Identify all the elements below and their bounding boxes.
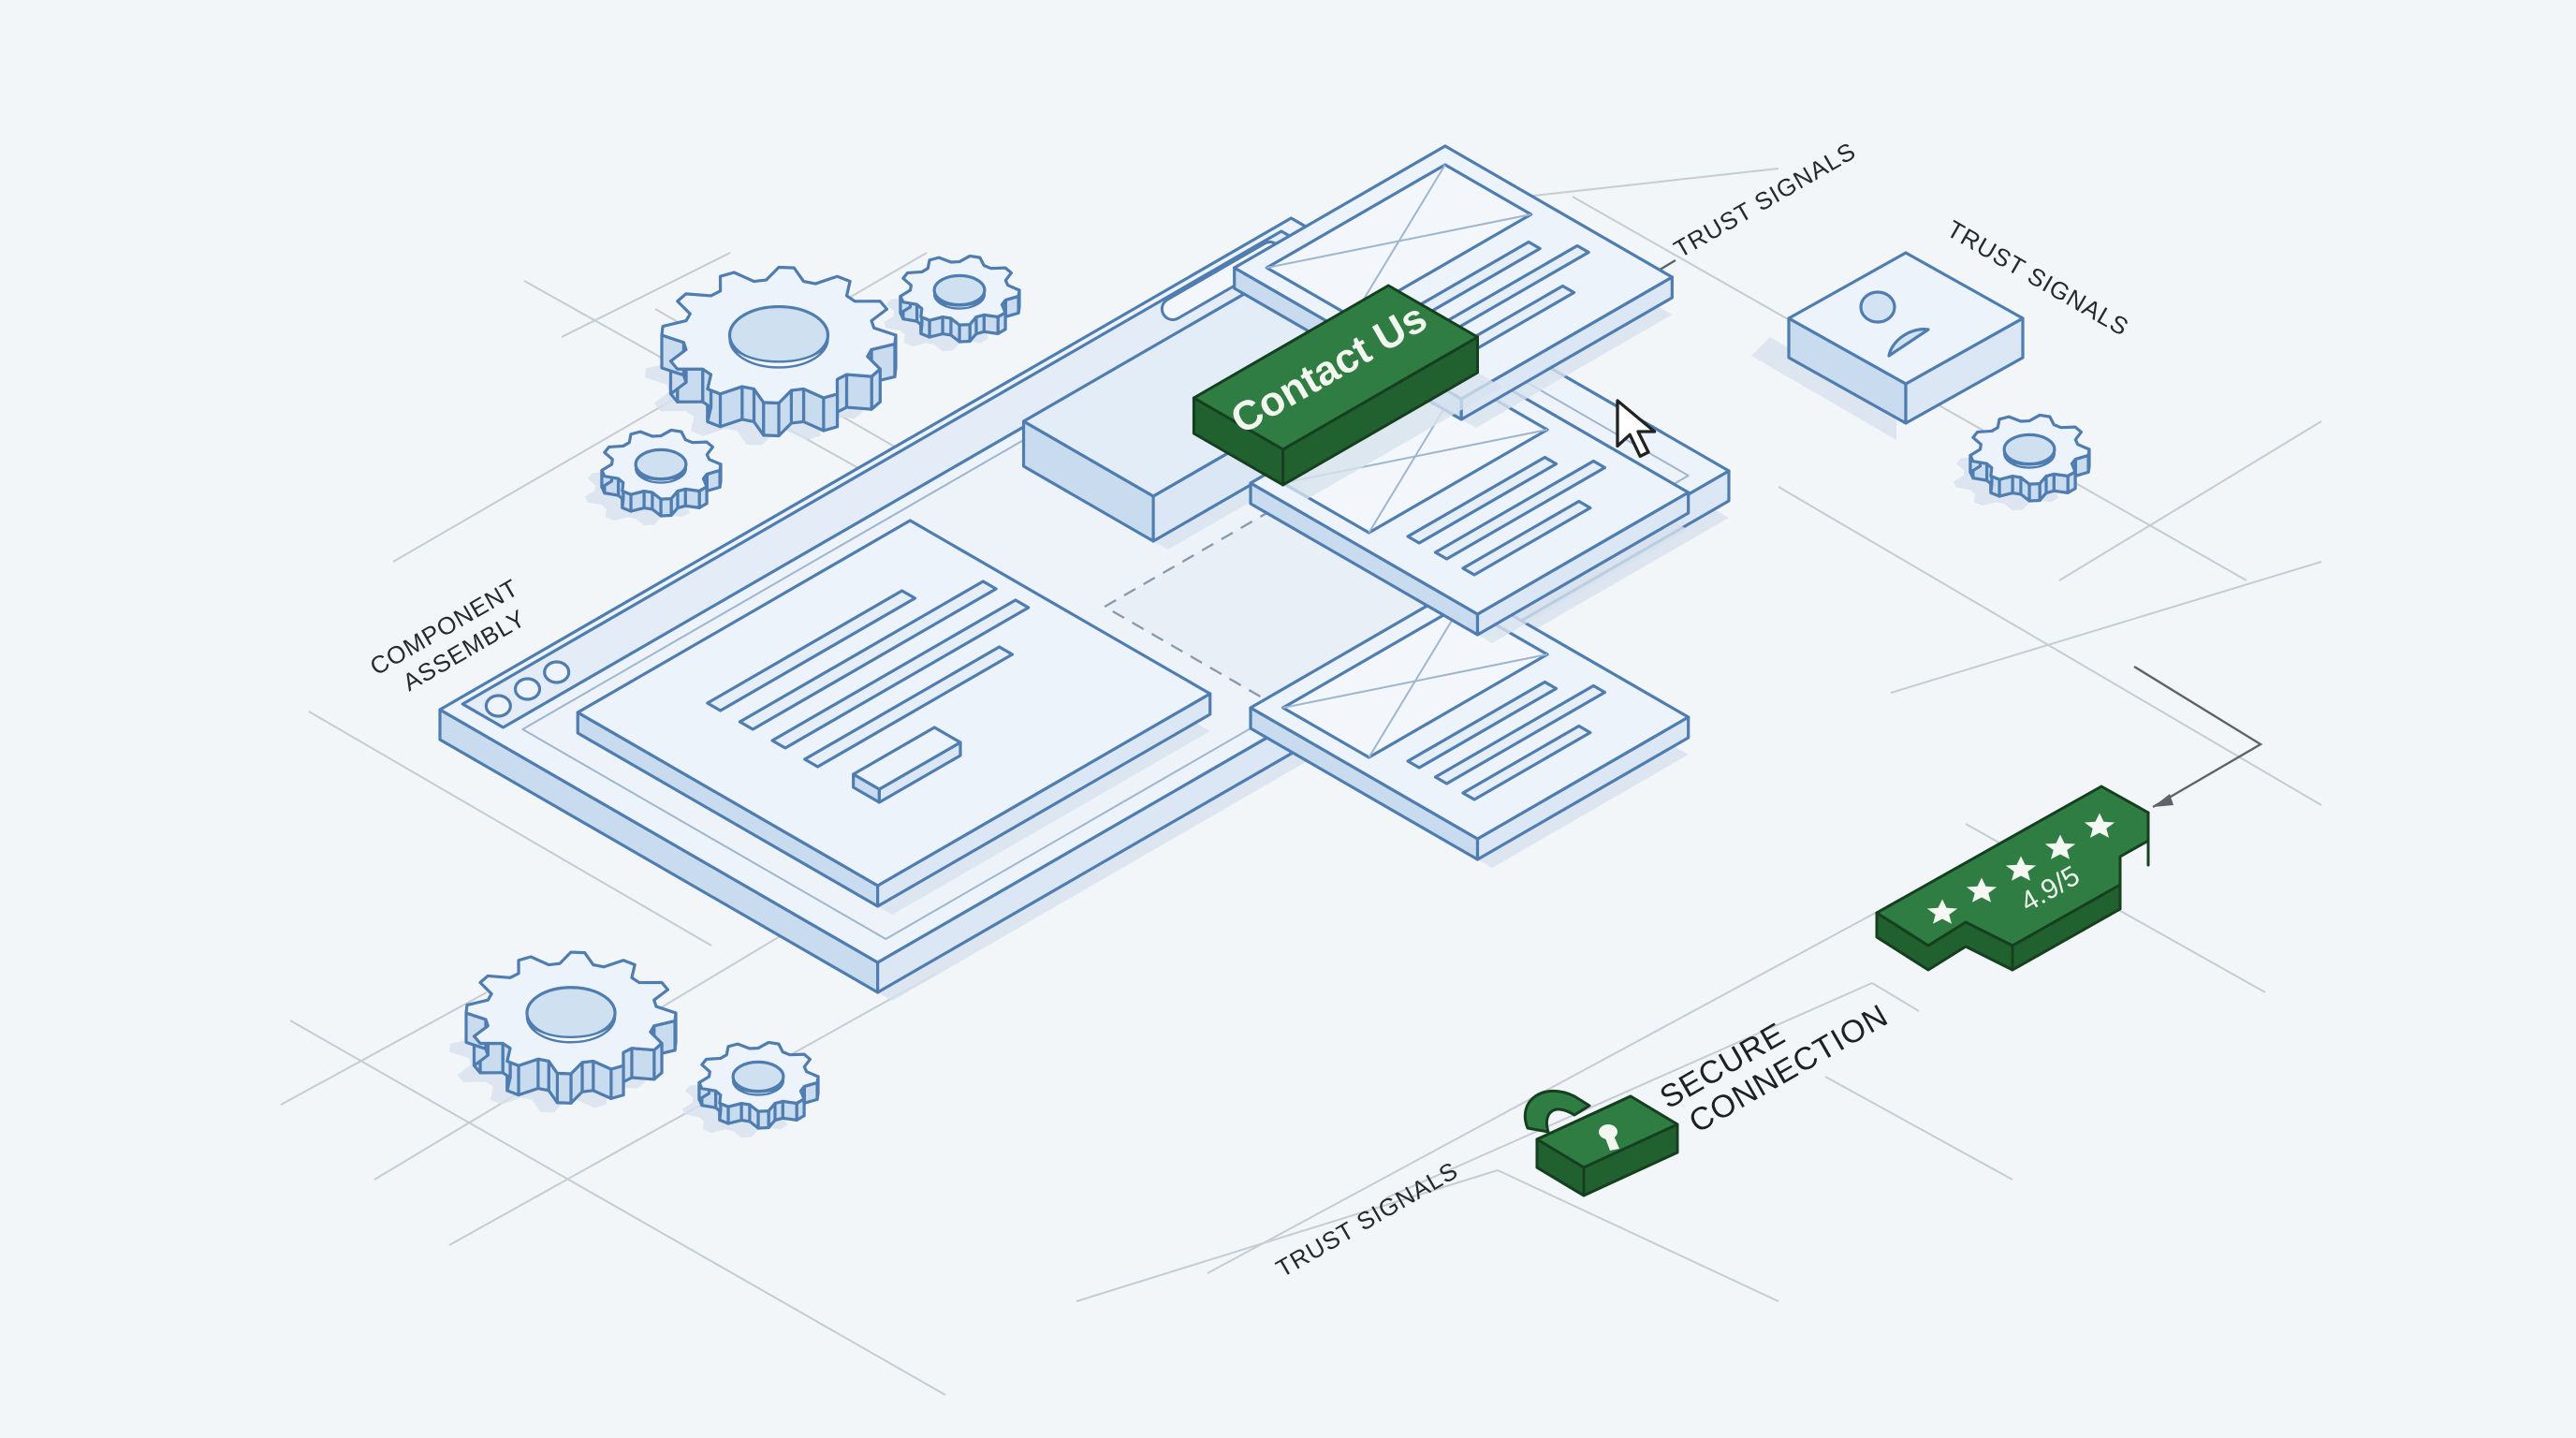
gear-cluster [449, 254, 2091, 1138]
badge-top [1787, 251, 2025, 386]
guide-line [1076, 1169, 1499, 1302]
gear-hole [932, 273, 987, 307]
padlock-body-front [1535, 1137, 1586, 1197]
user-avatar-icon [1859, 290, 1930, 358]
svg-text:TRUST SIGNALS: TRUST SIGNALS [1669, 137, 1861, 264]
guide-line [1778, 486, 2322, 806]
gear-tooth-side [536, 1057, 550, 1093]
gear-tooth-side [740, 385, 756, 424]
contact-us-button[interactable]: Contact Us [1192, 284, 1657, 499]
hero-button [852, 726, 962, 804]
cursor-shape [1616, 399, 1657, 459]
keyhole-slot [1604, 1136, 1619, 1151]
button-top [1192, 284, 1480, 451]
gear-hole-floor [525, 1016, 617, 1044]
gear-tooth-side [659, 496, 673, 518]
gear-tooth-side [844, 373, 873, 411]
image-cross-line [1368, 604, 1463, 758]
window-control-dot-icon [484, 694, 512, 718]
guide-line [1384, 982, 1873, 1199]
trust-signals-label-top: TRUST SIGNALS [1669, 137, 1861, 264]
text-line-placeholder [1406, 455, 1559, 545]
gear-tooth-side [630, 1047, 656, 1081]
star-icon [2005, 856, 2037, 881]
star-icon [2084, 813, 2115, 838]
block-top [852, 726, 962, 791]
arrowhead-icon [2153, 794, 2174, 807]
avatar-head [1859, 290, 1896, 324]
text-line-placeholder [738, 580, 998, 731]
cursor-arrow-icon [1616, 399, 1657, 459]
guide-line [308, 711, 712, 946]
text-line-placeholder [803, 645, 1015, 769]
text-line-placeholder [770, 598, 1031, 750]
star-icon [1966, 877, 1998, 902]
text-line-placeholder [1461, 724, 1592, 801]
star-icon [2044, 834, 2076, 859]
guide-line [1871, 982, 1920, 1012]
guide-line [289, 1020, 946, 1396]
gear-small-bottom [681, 1040, 820, 1138]
gear-large-top [645, 265, 898, 446]
image-card-1 [1249, 584, 1690, 868]
gear-tooth-side [580, 1059, 595, 1093]
image-placeholder-icon [1265, 163, 1533, 319]
guide-line [1824, 1076, 2013, 1181]
hero-card [576, 519, 1212, 915]
gear-tooth-side [609, 1064, 625, 1100]
svg-text:TRUST SIGNALS: TRUST SIGNALS [1271, 1156, 1463, 1284]
image-placeholder-icon [1281, 603, 1549, 759]
guide-line [1207, 888, 1920, 1274]
gear-hole-floor [728, 338, 829, 369]
browser-window [438, 144, 1731, 1001]
arrow-leader-line [2133, 665, 2263, 809]
gear-tooth-side [756, 1108, 770, 1130]
gear-tooth-side [555, 1071, 573, 1105]
avatar-trust-badge [1751, 251, 2025, 440]
gear-right [1953, 413, 2091, 511]
text-line-placeholder [1433, 459, 1607, 561]
avatar-body [1887, 328, 1930, 358]
gear-hole-floor [731, 1079, 785, 1096]
gear-large-bottom [449, 950, 678, 1113]
text-line-placeholder [1461, 499, 1592, 577]
text-line-placeholder [1433, 683, 1607, 785]
gear-small-top-left [584, 428, 723, 526]
gear-tooth-side [822, 392, 840, 433]
guide-line [561, 252, 731, 338]
block-top [576, 519, 1212, 888]
guide-line [2058, 420, 2322, 581]
window-control-dot-icon [543, 660, 571, 684]
text-line-placeholder [706, 589, 917, 712]
guide-line [280, 991, 488, 1106]
rating-badge: 4.9/5 [1875, 785, 2150, 972]
image-cross-line [1352, 164, 1446, 318]
text-line-placeholder [1406, 680, 1559, 770]
guide-line [1497, 1169, 1779, 1302]
gear-tooth-side [958, 322, 972, 344]
gear-hole [634, 448, 688, 481]
badge-shadow [1751, 337, 1896, 440]
gear-tooth-side [789, 387, 806, 425]
gear-hole-floor [634, 467, 688, 484]
gear-hole-floor [932, 293, 987, 310]
gear-hole [2002, 433, 2056, 466]
gear-hole-floor [2002, 452, 2056, 469]
window-control-dot-icon [513, 677, 542, 701]
block-top [1249, 584, 1690, 841]
padlock-shackle [1523, 1089, 1591, 1134]
gear-small-top-right [883, 254, 1021, 352]
gear-hole [731, 1060, 785, 1093]
guide-line [1890, 561, 2322, 694]
star-icon [1926, 899, 1958, 924]
gear-tooth-side [2027, 481, 2042, 503]
gear-tooth-side [762, 401, 781, 438]
trust-signals-label-bottom: TRUST SIGNALS [1271, 1156, 1463, 1284]
padlock-icon [1523, 1089, 1679, 1197]
